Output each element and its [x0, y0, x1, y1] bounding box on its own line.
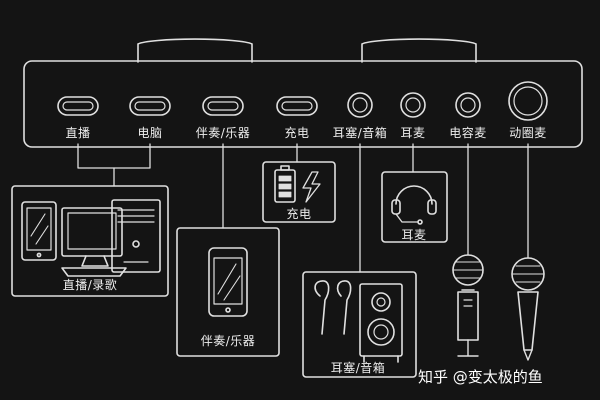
port-dynamic [508, 81, 548, 121]
port-label-charge: 充电 [284, 126, 310, 140]
left-knob [137, 38, 253, 63]
port-label-accomp: 伴奏/乐器 [195, 126, 251, 140]
headset-device [381, 171, 448, 243]
headset-label: 耳麦 [401, 228, 427, 242]
battery-device [262, 161, 336, 223]
phone-label: 伴奏/乐器 [200, 334, 256, 348]
speaker-label: 耳塞/音箱 [330, 361, 386, 375]
speaker-device [302, 271, 417, 378]
connector-lines [77, 143, 529, 273]
port-earphone [347, 92, 373, 118]
dynamic-mic-icon [511, 257, 545, 361]
port-condenser [455, 92, 481, 118]
tablet-icon [21, 201, 57, 261]
keyboard-icon [61, 267, 127, 277]
port-live [57, 96, 99, 116]
port-headset [400, 92, 426, 118]
port-label-condenser: 电容麦 [449, 126, 487, 140]
phone-device [176, 227, 280, 357]
port-accomp [202, 96, 244, 116]
port-label-earphone: 耳塞/音箱 [332, 126, 388, 140]
lightning-icon [302, 171, 321, 203]
port-label-dynamic: 动圈麦 [509, 126, 547, 140]
monitor-icon [61, 207, 123, 257]
speaker-icon [359, 283, 403, 363]
port-label-pc: 电脑 [137, 126, 163, 140]
port-label-headset: 耳麦 [400, 126, 426, 140]
right-knob [361, 38, 477, 63]
watermark-text: 知乎 @变太极的鱼 [418, 368, 543, 386]
headset-icon [391, 185, 437, 225]
battery-icon [274, 165, 296, 203]
sound-card-body [23, 60, 583, 148]
port-charge [276, 96, 318, 116]
earphones-icon [314, 280, 352, 335]
condenser-mic-icon [452, 254, 484, 357]
port-label-live: 直播 [65, 126, 91, 140]
pc-tower-icon [111, 199, 161, 273]
battery-label: 充电 [286, 207, 312, 221]
port-pc [129, 96, 171, 116]
computer-label: 直播/录歌 [62, 278, 118, 292]
computer-device [11, 185, 169, 297]
smartphone-icon [208, 247, 248, 317]
